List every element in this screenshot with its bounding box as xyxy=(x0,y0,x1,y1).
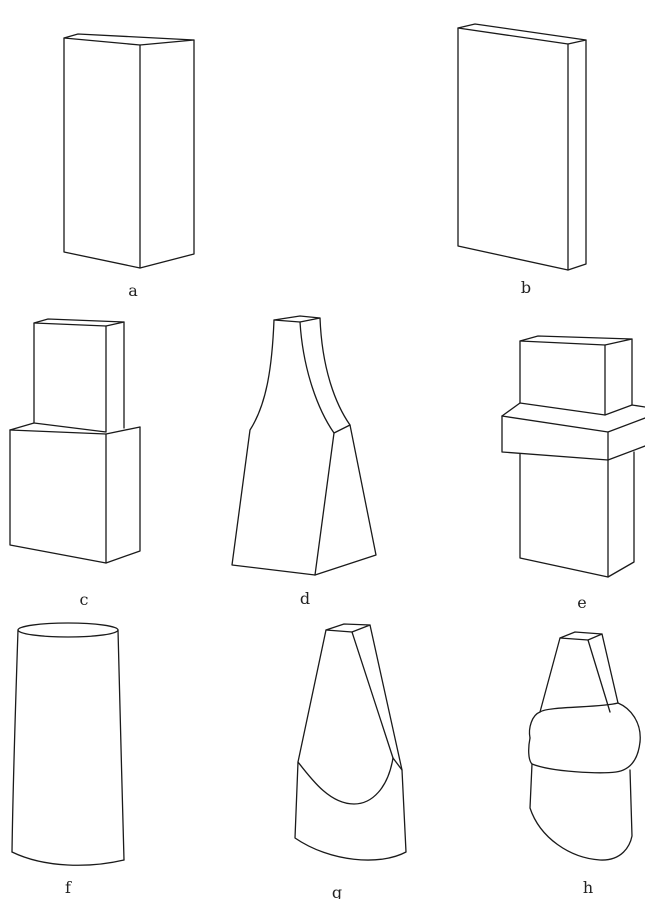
label-g: g xyxy=(332,883,342,899)
label-h: h xyxy=(583,878,593,897)
label-e: e xyxy=(577,593,586,612)
label-d: d xyxy=(300,589,310,608)
shape-f-tapered-cylinder xyxy=(12,623,124,865)
shape-g-arched-point xyxy=(295,624,406,860)
shape-d-flared-tower xyxy=(232,316,376,575)
shape-b-wide-box xyxy=(458,24,586,270)
shape-h-banded-point xyxy=(529,632,641,860)
label-f: f xyxy=(65,878,72,897)
label-c: c xyxy=(80,590,89,609)
label-a: a xyxy=(128,281,138,300)
label-b: b xyxy=(521,278,531,297)
shape-c-stacked-boxes xyxy=(10,319,140,563)
shape-e-collared-box xyxy=(502,336,645,577)
shape-a-tall-box xyxy=(64,34,194,268)
